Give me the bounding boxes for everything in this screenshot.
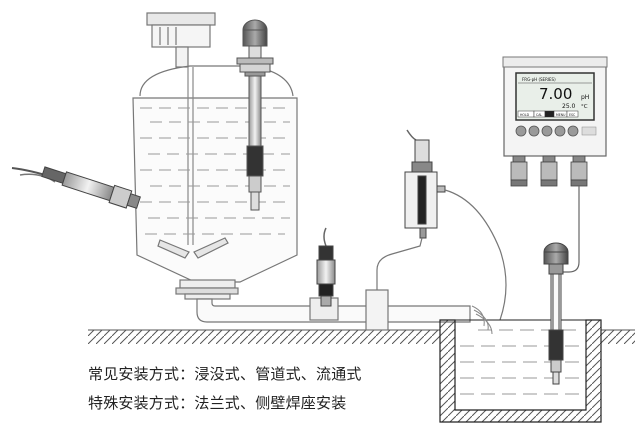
vessel-liquid [140,107,292,235]
process-pipe [196,289,471,331]
softkey-esc: ESC [569,113,576,117]
tank-liquid [460,329,582,395]
return-line [444,189,507,321]
reactor-vessel [132,12,298,300]
lcd-softkey-bar: HOLD CAL MENU ESC [517,110,579,118]
pipe-mounted-probe [316,227,336,307]
immersion-probe [543,242,569,385]
flow-through-cell [404,129,446,239]
keypad-button [567,125,579,137]
analyzer-transmitter: FRG-pH (SERIES) 7.00 pH 25.0 °C HOLD CAL… [502,56,608,187]
brand-plate [581,126,597,136]
analyzer-cable [559,186,580,273]
side-wall-probe [11,166,141,209]
softkey-hold: HOLD [520,113,530,117]
flange-mounted-probe [236,19,274,211]
lcd-temp-unit: °C [581,104,588,110]
softkey-menu: MENU [556,113,566,117]
lcd-reading-value: 7.00 [539,85,572,103]
cable-glands [510,155,588,187]
lcd-header: FRG-pH (SERIES) [522,77,556,82]
keypad-button [528,125,540,137]
caption-special-installation: 特殊安装方式：法兰式、侧壁焊座安装 [88,394,347,412]
keypad-button [541,125,553,137]
lcd-temp-value: 25.0 [562,103,576,110]
softkey-cal: CAL [536,113,542,117]
keypad-button [554,125,566,137]
caption-common-installation: 常见安装方式：浸没式、管道式、流通式 [88,365,362,383]
keypad-button [515,125,527,137]
keypad [515,125,579,137]
sample-line [376,237,423,290]
lcd-reading-unit: pH [581,94,589,101]
immersion-tank [439,319,602,423]
inflow-stream [471,305,493,335]
